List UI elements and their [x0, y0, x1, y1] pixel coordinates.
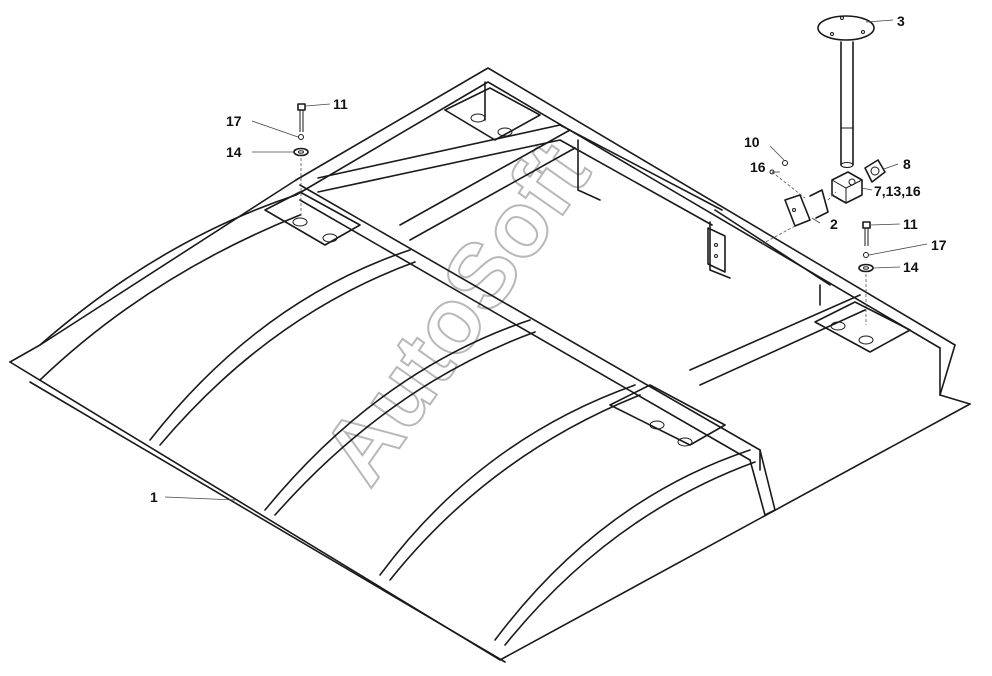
rib-4	[379, 384, 636, 576]
frame-assembly	[9, 67, 971, 663]
leader-17a	[251, 120, 299, 138]
post-b	[709, 221, 731, 279]
label-part-1: 1	[150, 489, 158, 505]
label-part-17-right: 17	[931, 237, 947, 253]
rib-5	[494, 449, 751, 641]
rib-2	[149, 249, 411, 441]
label-part-17-left: 17	[226, 113, 242, 129]
leader-3	[865, 19, 894, 23]
watermark: AutoSoft	[303, 125, 609, 502]
mount-bracket-front-left	[264, 191, 361, 246]
cross-member-3	[689, 294, 861, 371]
label-part-16: 16	[750, 159, 766, 175]
rib-3b	[274, 331, 536, 516]
cross-member-2	[399, 129, 571, 226]
leader-7	[861, 187, 873, 191]
cross-member-3b	[699, 309, 866, 386]
part-11-bolt-right	[858, 221, 874, 273]
part-7-block	[831, 171, 863, 204]
post-a	[577, 139, 601, 201]
rib-4b	[389, 394, 641, 581]
frame-outer-edge-inner	[29, 381, 506, 663]
leader-10	[769, 145, 785, 161]
label-part-11-right: 11	[903, 216, 918, 232]
label-part-2: 2	[830, 216, 838, 232]
frame-center-beam-lower	[299, 199, 751, 461]
leader-11a	[305, 103, 331, 107]
cross-member-4	[714, 209, 831, 286]
assembly-line-block	[827, 191, 837, 201]
frame-top-edge	[295, 67, 956, 346]
label-part-14-right: 14	[903, 259, 919, 275]
part-8-knob	[864, 159, 886, 183]
rib-1	[39, 214, 301, 381]
leader-14b	[872, 266, 901, 269]
assembly-line-bracket	[771, 171, 806, 199]
label-part-3: 3	[897, 13, 905, 29]
frame-left-arc	[39, 194, 297, 346]
label-part-11-left: 11	[333, 96, 348, 112]
leader-2	[811, 217, 821, 224]
assembly-line-bracket-to-plate	[759, 225, 796, 246]
leader-17b	[868, 243, 928, 256]
leader-1	[164, 496, 236, 501]
mount-bracket-rear-left	[444, 87, 541, 141]
rib-5b	[504, 461, 756, 646]
mount-bracket-rear-right	[814, 301, 911, 353]
cross-member-2b	[409, 147, 576, 241]
part-2-bracket	[784, 189, 829, 227]
label-part-8: 8	[903, 156, 911, 172]
part-3-disc-post	[817, 15, 875, 168]
side-plate	[707, 227, 726, 273]
part-11-bolt-left	[293, 103, 309, 157]
label-part-14-left: 14	[226, 144, 242, 160]
mount-bracket-front-right	[609, 384, 726, 447]
rib-3	[264, 319, 531, 511]
rib-2b	[159, 261, 416, 446]
label-part-7-13-16: 7,13,16	[874, 183, 921, 199]
cross-member-1	[317, 124, 723, 211]
post-c	[749, 449, 776, 516]
label-part-10: 10	[744, 134, 760, 150]
leader-11b	[870, 223, 901, 226]
cross-member-1b	[317, 139, 713, 226]
leader-8	[883, 163, 899, 170]
frame-outer-edge	[9, 361, 971, 661]
frame-right-end	[939, 344, 971, 405]
